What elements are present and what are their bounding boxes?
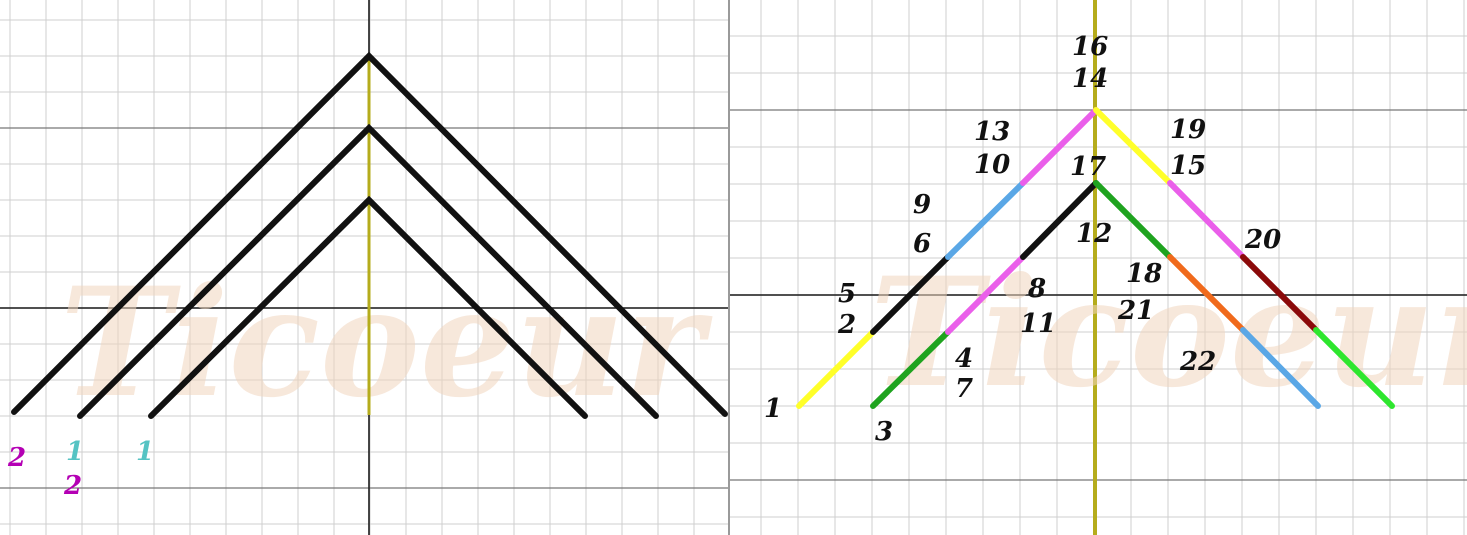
right-label-5: 5 <box>838 279 856 309</box>
right-diagram-panel: Ticoeur 16 14 13 10 19 15 17 9 6 12 20 1… <box>730 0 1467 535</box>
right-diagram: Ticoeur 16 14 13 10 19 15 17 9 6 12 20 1… <box>730 0 1467 535</box>
right-label-10: 10 <box>974 150 1010 180</box>
right-label-12: 12 <box>1076 219 1112 249</box>
chevron-1 <box>11 51 728 417</box>
right-label-14: 14 <box>1072 64 1108 94</box>
right-label-22: 22 <box>1179 347 1216 377</box>
left-label-1-a: 1 <box>66 437 84 467</box>
left-label-2-b: 2 <box>63 471 82 501</box>
left-watermark: Ticoeur <box>60 255 713 431</box>
segment-blue <box>945 180 1026 260</box>
segment-magenta <box>945 254 1026 335</box>
right-label-11: 11 <box>1020 309 1056 339</box>
segment-yellow <box>796 329 876 409</box>
segment-black <box>870 254 951 335</box>
chevron-3 <box>148 195 588 419</box>
chevron-2 <box>77 123 659 419</box>
left-chevrons <box>11 51 728 419</box>
panel-divider <box>728 0 730 535</box>
left-label-2-a: 2 <box>7 443 26 473</box>
left-diagram: Ticoeur 2 1 2 1 <box>0 0 728 535</box>
right-label-19: 19 <box>1170 115 1206 145</box>
right-grid <box>730 0 1467 535</box>
left-labels: 2 1 2 1 <box>7 437 154 501</box>
right-label-17: 17 <box>1070 152 1106 182</box>
right-label-9: 9 <box>913 190 931 220</box>
right-label-20: 20 <box>1244 225 1281 255</box>
right-label-1: 1 <box>764 394 782 424</box>
segment-orange <box>1167 254 1246 333</box>
left-label-1-b: 1 <box>136 437 154 467</box>
right-watermark: Ticoeur <box>870 245 1467 421</box>
right-label-2: 2 <box>837 310 856 340</box>
segment-green <box>870 329 951 409</box>
right-label-8: 8 <box>1027 274 1046 304</box>
right-label-15: 15 <box>1170 151 1206 181</box>
segment-blue <box>1240 327 1321 409</box>
left-diagram-panel: Ticoeur 2 1 2 1 <box>0 0 728 535</box>
right-label-4: 4 <box>955 344 973 374</box>
segment-magenta <box>1167 180 1246 260</box>
segment-yellow <box>1093 107 1173 186</box>
right-label-16: 16 <box>1072 32 1108 62</box>
right-label-13: 13 <box>974 117 1010 147</box>
right-label-7: 7 <box>955 374 973 404</box>
right-labels: 16 14 13 10 19 15 17 9 6 12 20 18 5 8 2 … <box>764 32 1281 447</box>
right-label-6: 6 <box>913 229 931 259</box>
right-label-21: 21 <box>1117 296 1154 326</box>
right-label-18: 18 <box>1126 259 1162 289</box>
right-label-3: 3 <box>875 417 893 447</box>
segment-green <box>1093 180 1173 260</box>
segment-darkred <box>1240 254 1319 333</box>
right-chevrons <box>796 107 1395 409</box>
segment-magenta <box>1020 107 1099 186</box>
segment-lime <box>1313 327 1395 409</box>
segment-black <box>1020 180 1099 260</box>
